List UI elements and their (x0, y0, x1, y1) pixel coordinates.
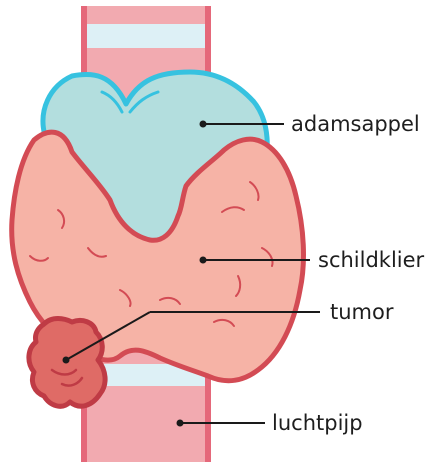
label-trachea: luchtpijp (272, 411, 363, 435)
leader-dot-thyroid (200, 257, 207, 264)
leader-dot-trachea (177, 420, 184, 427)
label-thyroid: schildklier (318, 248, 425, 272)
leader-dot-adams-apple (200, 121, 207, 128)
label-tumor: tumor (330, 300, 394, 324)
label-adams-apple: adamsappel (291, 112, 420, 136)
leader-dot-tumor (63, 357, 70, 364)
trachea-ring-top (86, 24, 206, 48)
